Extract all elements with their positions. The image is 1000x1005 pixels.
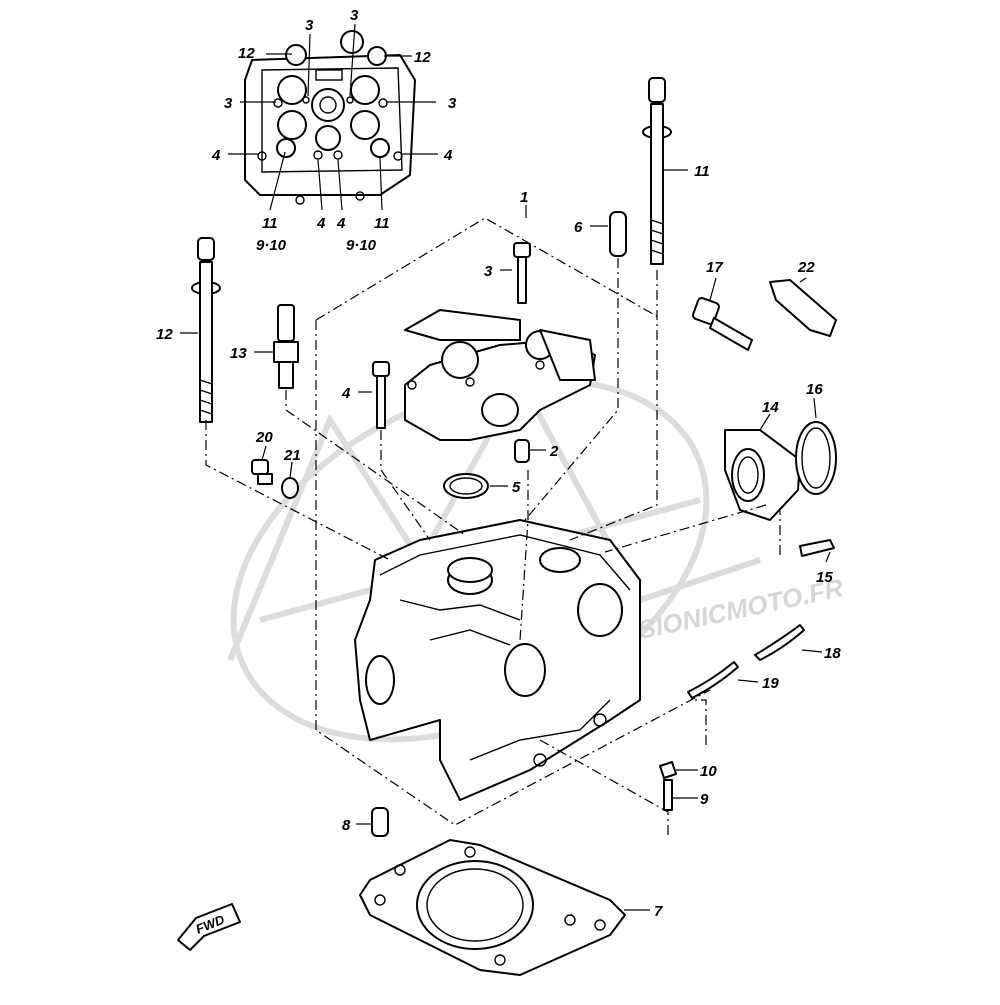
- callout-3: 3: [224, 95, 233, 112]
- stud-6: [609, 211, 627, 257]
- callout-8: 8: [342, 817, 351, 834]
- callout-9-10: 9·10: [256, 237, 287, 254]
- callout-2: 2: [549, 443, 559, 460]
- clip-19: [687, 661, 739, 699]
- callout-3: 3: [305, 17, 314, 34]
- spark-plug: [273, 304, 299, 389]
- stud-9: [663, 779, 673, 811]
- head-top-view: [244, 30, 416, 205]
- callout-12: 12: [156, 326, 173, 343]
- clip-18: [754, 624, 805, 661]
- callout-4: 4: [341, 385, 351, 402]
- callout-3: 3: [484, 263, 493, 280]
- callout-6: 6: [574, 219, 583, 236]
- camshaft-holder: [404, 309, 596, 441]
- fwd-arrow-icon: FWD: [177, 903, 241, 951]
- callout-9: 9: [700, 791, 709, 808]
- screw-15: [799, 539, 835, 557]
- assembly-lines: [205, 217, 781, 835]
- callout-21: 21: [283, 447, 301, 464]
- callout-11: 11: [694, 163, 710, 180]
- callout-11: 11: [262, 215, 278, 232]
- o-ring-5: [443, 473, 489, 499]
- clamp-16: [795, 421, 837, 495]
- nut-10: [659, 761, 677, 779]
- callout-18: 18: [824, 645, 841, 662]
- callout-4: 4: [443, 147, 453, 164]
- callout-14: 14: [762, 399, 779, 416]
- callout-5: 5: [512, 479, 521, 496]
- bolt-17: [692, 297, 753, 351]
- bolt-3: [513, 242, 531, 304]
- callout-3: 3: [448, 95, 457, 112]
- callout-4: 4: [316, 215, 326, 232]
- bolt-4: [372, 361, 390, 429]
- callout-17: 17: [706, 259, 723, 276]
- intake-pipe-14: [724, 429, 801, 521]
- callout-4: 4: [336, 215, 346, 232]
- head-gasket: [359, 839, 626, 976]
- callout-19: 19: [762, 675, 779, 692]
- bracket-22: [769, 279, 837, 337]
- callout-22: 22: [797, 259, 815, 276]
- callout-labels: 12 12 3 3 3 3 4 4 11 4 4 11 9·10 9·10 1 …: [156, 7, 841, 920]
- callout-13: 13: [230, 345, 247, 362]
- callout-20: 20: [255, 429, 273, 446]
- long-bolt-left: [191, 237, 221, 423]
- plug-20-21: [251, 459, 299, 499]
- callout-15: 15: [816, 569, 833, 586]
- callout-3: 3: [350, 7, 359, 24]
- callout-12: 12: [238, 45, 255, 62]
- callout-12: 12: [414, 49, 431, 66]
- dowel-8: [371, 807, 389, 837]
- callout-1: 1: [520, 189, 528, 206]
- callout-10: 10: [700, 763, 717, 780]
- callout-11: 11: [374, 215, 390, 232]
- dowel-2: [514, 439, 530, 463]
- long-bolt-right: [642, 77, 672, 265]
- cylinder-head: [354, 519, 641, 801]
- callout-9-10: 9·10: [346, 237, 377, 254]
- callout-7: 7: [654, 903, 663, 920]
- callout-4: 4: [211, 147, 221, 164]
- leader-lines: [180, 23, 831, 911]
- callout-16: 16: [806, 381, 823, 398]
